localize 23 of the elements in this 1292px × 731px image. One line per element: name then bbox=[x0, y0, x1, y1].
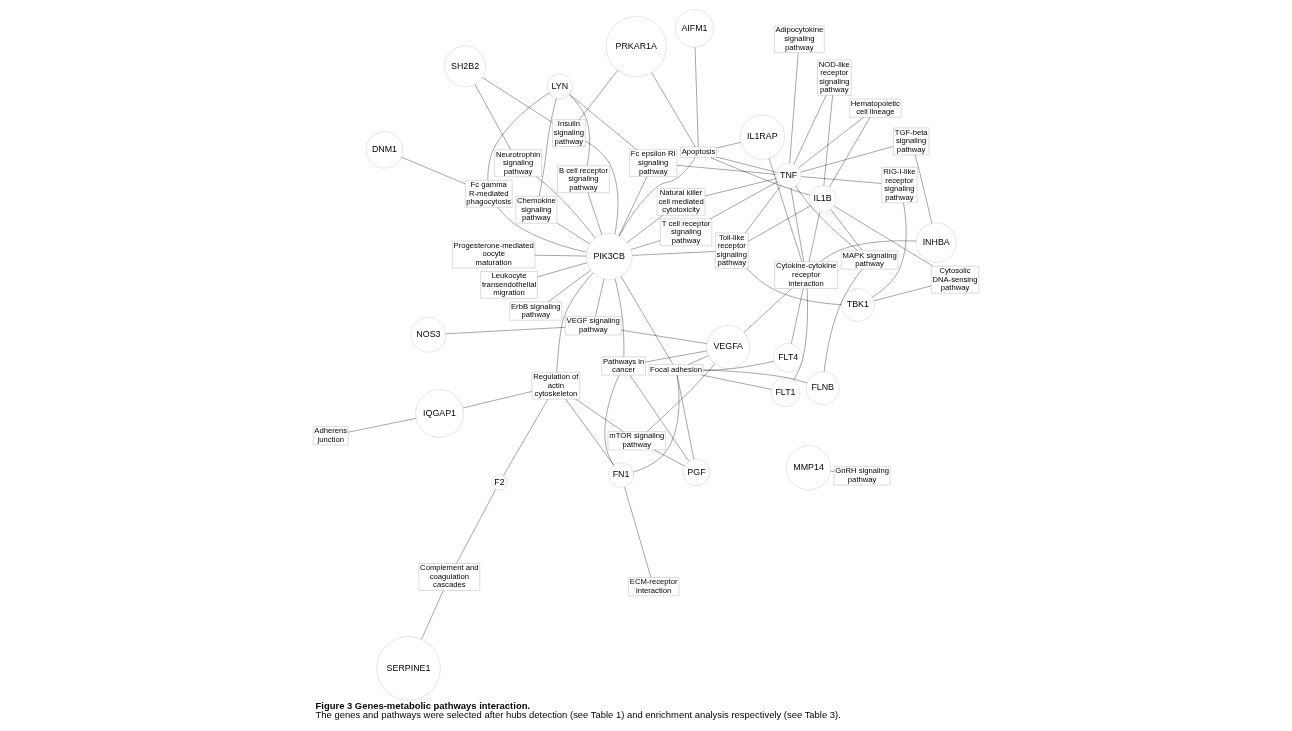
node-circle: VEGFA bbox=[706, 325, 750, 369]
node-circle: TBK1 bbox=[841, 288, 875, 322]
node-circle: AIFM1 bbox=[675, 9, 714, 48]
node-circle: FLNB bbox=[806, 371, 840, 405]
node-circle: SERPINE1 bbox=[376, 636, 441, 701]
node-circle: TNF bbox=[776, 162, 802, 189]
node-circle: PRKAR1A bbox=[606, 16, 667, 77]
node-circle: PIK3CB bbox=[586, 233, 633, 280]
node-circle: LYN bbox=[547, 73, 573, 99]
node-circle: FLT4 bbox=[773, 343, 803, 373]
node-circle: MMP14 bbox=[786, 445, 831, 490]
node-circle: IL1B bbox=[809, 185, 836, 213]
node-circle: IL1RAP bbox=[740, 114, 785, 160]
node-circle: DNM1 bbox=[366, 131, 403, 169]
node-circle: NOS3 bbox=[410, 317, 447, 353]
node-circle: SH2B2 bbox=[444, 45, 486, 87]
node-circle: IQGAP1 bbox=[415, 389, 464, 438]
node-circle: PGF bbox=[683, 458, 710, 486]
node-circle: F2 bbox=[491, 474, 508, 491]
diagram-title: Figure 3 Genes-metabolic pathways interaction. bbox=[315, 699, 531, 711]
node-circle: FLT1 bbox=[770, 377, 800, 407]
node-circle: INHBA bbox=[916, 222, 957, 263]
node-circle: FN1 bbox=[608, 462, 634, 488]
